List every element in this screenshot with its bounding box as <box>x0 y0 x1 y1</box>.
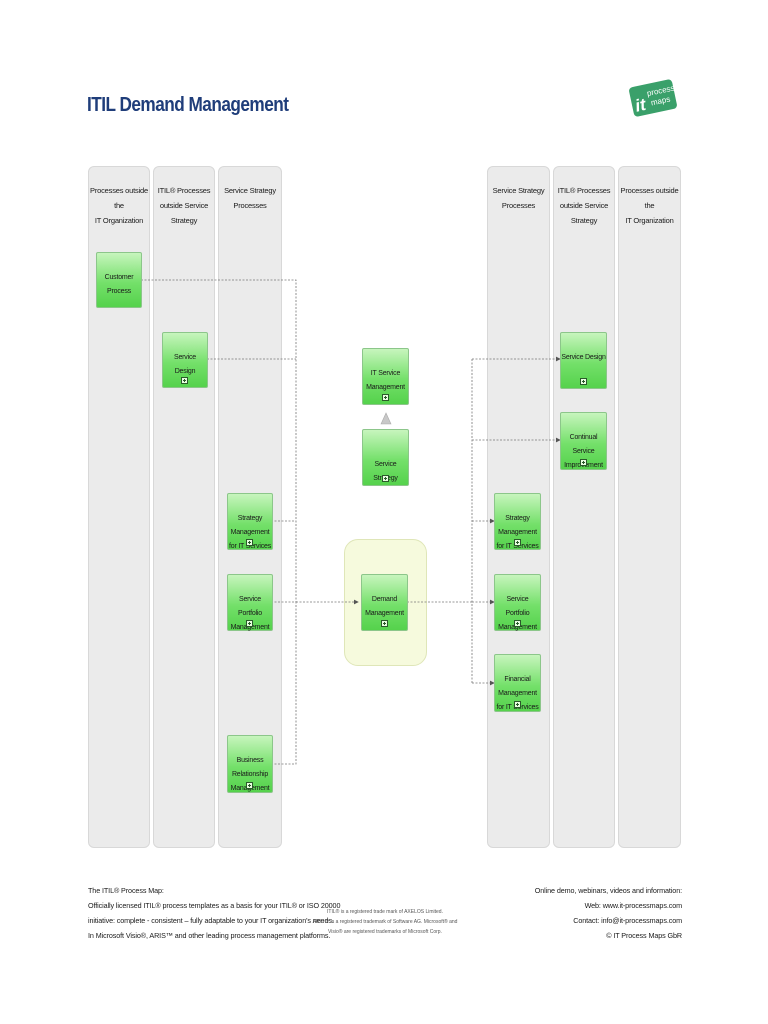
footer-contact: Online demo, webinars, videos and inform… <box>534 886 682 940</box>
node-label: Customer Process <box>104 274 134 295</box>
hierarchy-triangle-icon <box>380 412 392 425</box>
expand-icon[interactable] <box>246 782 253 789</box>
lane-title: ITIL® Processes outside Service Strategy <box>557 186 611 225</box>
footer-trademarks: ITIL® is a registered trade mark of AXEL… <box>312 909 458 935</box>
expand-icon[interactable] <box>579 378 587 385</box>
lane-title: ITIL® Processes outside Service Strategy <box>157 186 211 225</box>
node-customer-process[interactable]: Customer Process <box>96 252 142 308</box>
node-service-design-right[interactable]: Service Design <box>560 332 607 389</box>
connector-brm <box>271 602 297 765</box>
node-business-relationship-management[interactable]: Business Relationship Management <box>227 735 273 793</box>
expand-icon[interactable] <box>579 459 587 466</box>
logo: it process maps <box>629 79 677 117</box>
lane-title: Processes outside the IT Organization <box>90 186 148 225</box>
connector-customer-process <box>141 279 297 602</box>
node-it-service-management[interactable]: IT Service Management <box>362 348 409 405</box>
node-continual-service-improvement[interactable]: Continual Service Improvement <box>560 412 607 470</box>
node-label: Service Portfolio Management <box>230 596 270 631</box>
expand-icon[interactable] <box>381 394 389 401</box>
expand-icon[interactable] <box>246 620 253 627</box>
footer-left-text: The ITIL® Process Map: Officially licens… <box>88 886 341 940</box>
node-label: Service Portfolio Management <box>498 596 537 631</box>
node-service-strategy[interactable]: Service Strategy <box>362 429 409 486</box>
node-strategy-management-left[interactable]: Strategy Management for IT Services <box>227 493 273 550</box>
expand-icon[interactable] <box>513 701 521 708</box>
lane-title: Service Strategy Processes <box>492 186 545 210</box>
lane-title: Service Strategy Processes <box>224 186 276 210</box>
logo-line2: maps <box>650 95 671 108</box>
node-demand-management[interactable]: Demand Management <box>361 574 408 631</box>
node-label: Strategy Management for IT Services <box>229 515 271 550</box>
expand-icon[interactable] <box>380 620 388 627</box>
node-label: Demand Management <box>365 596 404 617</box>
expand-icon[interactable] <box>246 539 253 546</box>
node-label: Strategy Management for IT Services <box>496 515 539 550</box>
node-label: IT Service Management <box>366 370 405 391</box>
lane-outside-it-right: Processes outside the IT Organization <box>618 166 681 848</box>
lane-title: Processes outside the IT Organization <box>620 186 679 225</box>
node-label: Service Design <box>561 354 606 361</box>
expand-icon[interactable] <box>513 539 521 546</box>
node-service-portfolio-left[interactable]: Service Portfolio Management <box>227 574 273 631</box>
expand-icon[interactable] <box>381 475 389 482</box>
node-financial-management[interactable]: Financial Management for IT Services <box>494 654 541 712</box>
expand-icon[interactable] <box>513 620 521 627</box>
expand-icon[interactable] <box>181 377 188 384</box>
page-title: ITIL Demand Management <box>87 94 289 116</box>
node-service-portfolio-right[interactable]: Service Portfolio Management <box>494 574 541 631</box>
lane-itil-outside-strategy-right: ITIL® Processes outside Service Strategy <box>553 166 615 848</box>
node-service-design-left[interactable]: Service Design <box>162 332 208 388</box>
node-strategy-management-right[interactable]: Strategy Management for IT Services <box>494 493 541 550</box>
node-label: Financial Management for IT Services <box>496 676 539 711</box>
node-label: Service Design <box>174 354 196 375</box>
